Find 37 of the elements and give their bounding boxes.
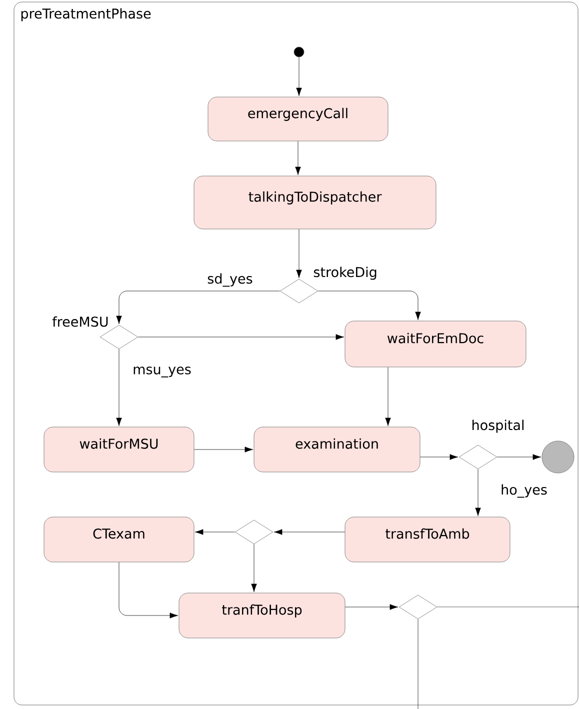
arrow bbox=[420, 454, 458, 460]
activity-box: examination bbox=[254, 426, 420, 472]
activity-box: talkingToDispatcher bbox=[194, 176, 436, 230]
arrow bbox=[116, 290, 280, 324]
arrow bbox=[497, 454, 542, 460]
end-circle bbox=[542, 440, 574, 474]
arrow bbox=[475, 469, 481, 516]
arrow bbox=[118, 562, 178, 618]
activity-box: waitForMSU bbox=[44, 426, 194, 472]
activity-box: emergencyCall bbox=[208, 96, 388, 142]
edge-label: sd_yes bbox=[206, 272, 254, 288]
arrow bbox=[345, 604, 398, 610]
arrow bbox=[194, 529, 235, 535]
edge-label: ho_yes bbox=[500, 483, 548, 499]
activity-box: CTexam bbox=[44, 516, 194, 562]
arrow bbox=[116, 349, 122, 426]
arrow bbox=[138, 334, 344, 340]
arrow bbox=[295, 141, 301, 176]
decision-diamond bbox=[280, 278, 318, 304]
arrow bbox=[194, 446, 254, 452]
decision-label: freeMSU bbox=[52, 316, 108, 327]
decision-diamond bbox=[398, 594, 438, 620]
activity-box: waitForEmDoc bbox=[344, 320, 526, 368]
decision-label: hospital bbox=[472, 420, 524, 433]
arrow bbox=[296, 57, 302, 96]
arrow bbox=[385, 367, 391, 426]
activity-box: transfToAmb bbox=[344, 516, 510, 562]
arrow bbox=[296, 229, 302, 278]
decision-diamond bbox=[234, 520, 274, 544]
arrow bbox=[251, 544, 257, 592]
activity-box: tranfToHosp bbox=[178, 592, 346, 638]
edge-label: msu_yes bbox=[132, 366, 192, 378]
arrow bbox=[318, 290, 421, 320]
decision-diamond bbox=[458, 444, 498, 470]
arrow bbox=[274, 529, 345, 535]
start-dot bbox=[294, 46, 304, 58]
decision-label: strokeDig bbox=[314, 266, 376, 280]
